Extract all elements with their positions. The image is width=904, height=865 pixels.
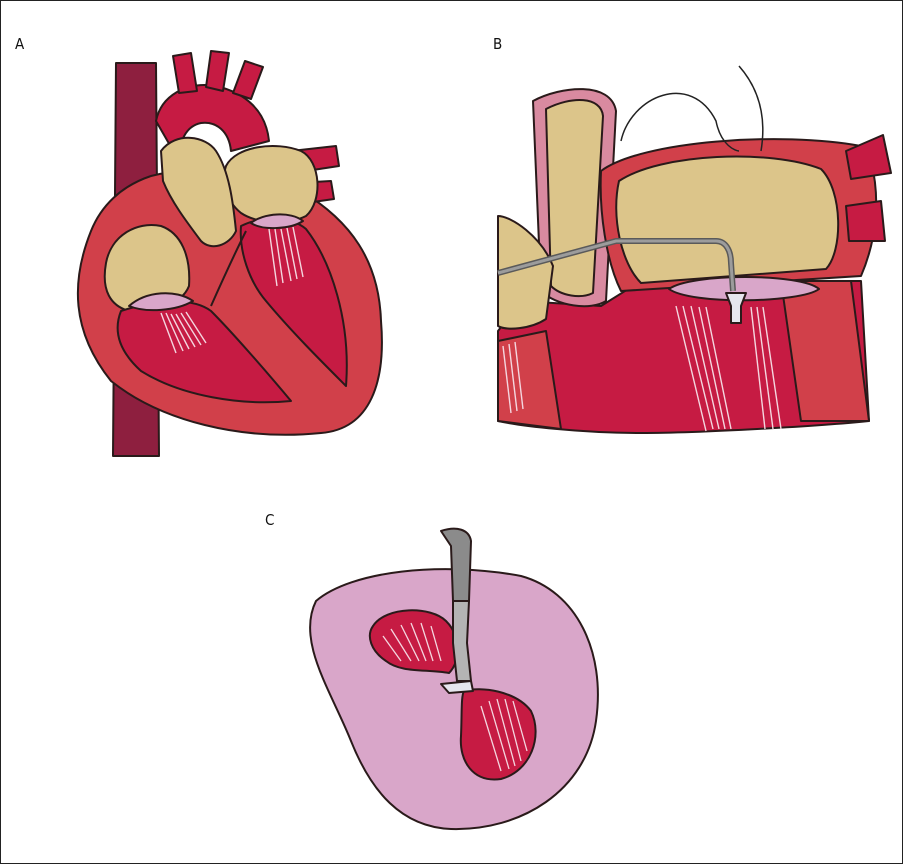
panel-label-c: C	[265, 511, 274, 529]
mitral-clip-short-axis-illustration	[301, 526, 606, 836]
arch-branch-2	[206, 51, 229, 91]
pulmonary-vein-b1	[846, 135, 891, 179]
left-atrium	[224, 146, 317, 222]
catheter-procedure-illustration	[493, 61, 873, 441]
heart-cross-section-illustration	[61, 46, 411, 466]
arch-branch-3	[233, 61, 263, 99]
pulmonary-vein-b2	[846, 201, 885, 241]
guide-wire-2	[739, 66, 763, 151]
arch-branch-1	[173, 53, 197, 93]
panel-label-b: B	[493, 35, 502, 53]
aorta-lumen	[546, 100, 603, 296]
panel-label-a: A	[15, 35, 24, 53]
atrium-chamber	[616, 157, 838, 284]
